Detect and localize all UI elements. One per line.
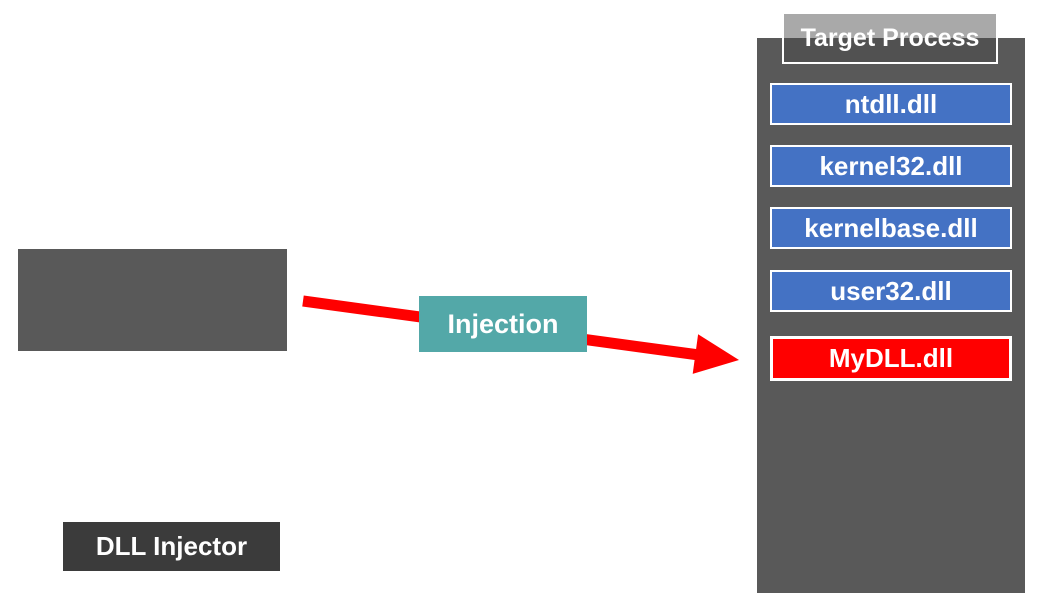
target-process-title: Target Process <box>800 23 980 52</box>
module-label: ntdll.dll <box>844 88 938 119</box>
dll-injector-box: DLL Injector <box>18 249 287 573</box>
module-box-user32: user32.dll <box>770 270 1012 312</box>
module-label: kernelbase.dll <box>804 212 978 243</box>
dll-injector-label-box: DLL Injector <box>61 520 282 573</box>
module-box-ntdll: ntdll.dll <box>770 83 1012 125</box>
module-label: kernel32.dll <box>819 150 963 181</box>
module-label: MyDLL.dll <box>828 343 954 373</box>
module-label: user32.dll <box>830 275 952 306</box>
injection-arrow-head <box>692 334 739 374</box>
injection-label-box: Injection <box>419 296 587 352</box>
dll-injector-label: DLL Injector <box>95 531 248 561</box>
target-process-header: Target Process <box>782 12 998 64</box>
module-box-kernelbase: kernelbase.dll <box>770 207 1012 249</box>
module-box-kernel32: kernel32.dll <box>770 145 1012 187</box>
target-process-box: ntdll.dll kernel32.dll kernelbase.dll us… <box>757 38 1025 593</box>
module-box-injected-mydll: MyDLL.dll <box>770 336 1012 381</box>
injection-label: Injection <box>447 308 559 339</box>
